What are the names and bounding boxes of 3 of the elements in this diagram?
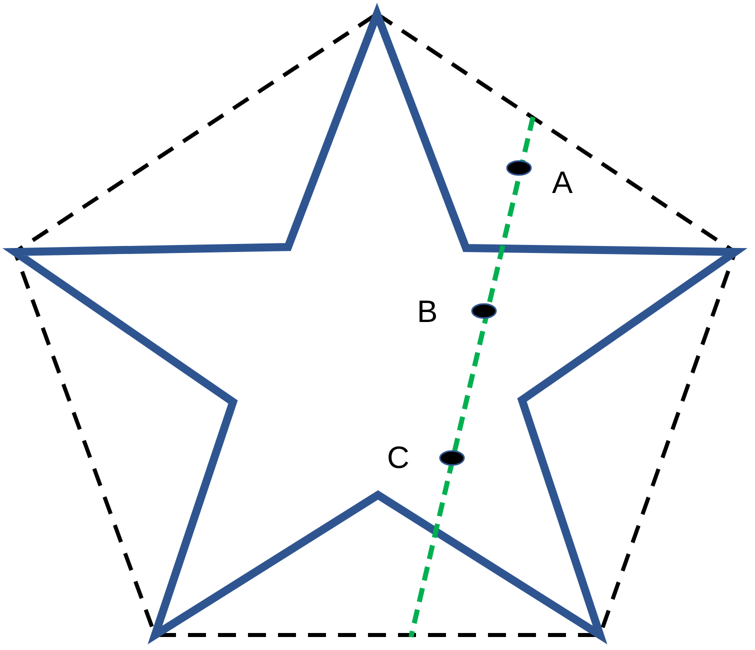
point-label: B	[417, 296, 438, 327]
point-label: C	[387, 442, 410, 473]
point-label: A	[552, 167, 573, 198]
